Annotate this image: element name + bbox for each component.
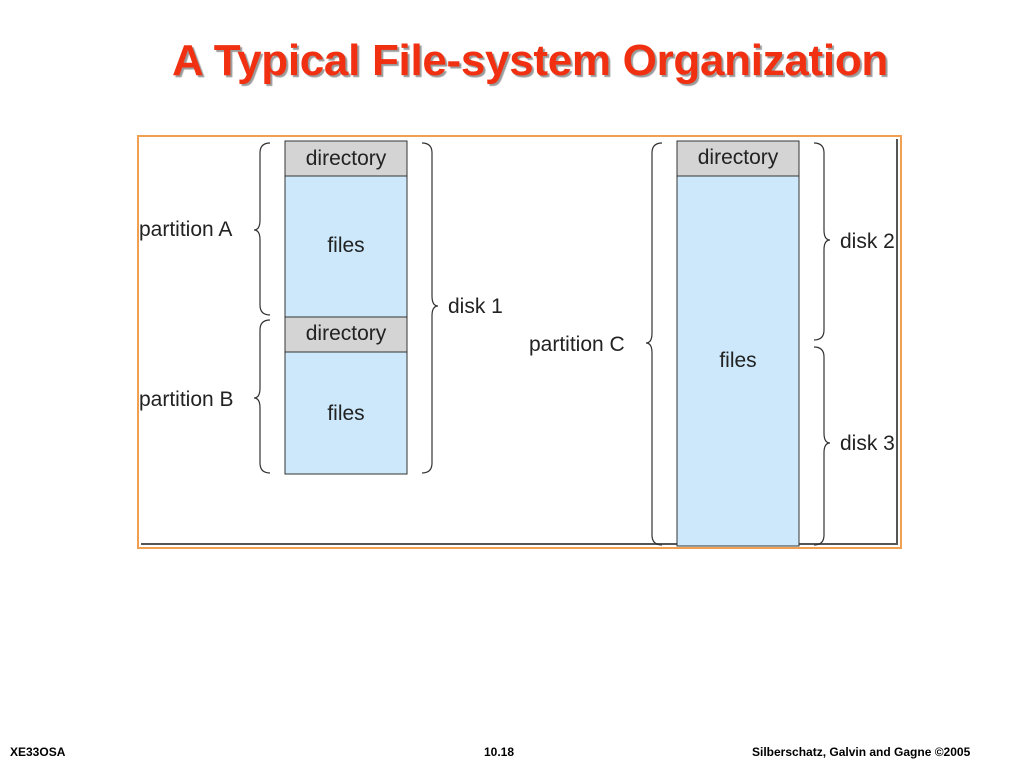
disk-2-label: disk 2 [840, 230, 895, 253]
partition-a-files-label: files [327, 234, 365, 257]
footer-copyright: Silberschatz, Galvin and Gagne ©2005 [752, 745, 971, 759]
partition-a-brace [253, 142, 271, 316]
partition-c-files-label: files [719, 349, 757, 372]
disk-1-brace [421, 142, 439, 474]
partition-b-files-box [284, 351, 408, 475]
footer-course-code: XE33OSA [10, 745, 66, 759]
partition-c-files-box [676, 175, 800, 547]
partition-b-label: partition B [139, 388, 234, 411]
figure-border [141, 139, 898, 545]
partition-c-directory-box [676, 140, 800, 177]
disk-3-brace [813, 346, 831, 546]
disk-1-label: disk 1 [448, 295, 503, 318]
partition-c-label: partition C [529, 333, 625, 356]
partition-c-brace [645, 142, 663, 546]
partition-a-label: partition A [139, 218, 233, 241]
partition-b-directory-box [284, 316, 408, 353]
disk-2-brace [813, 142, 831, 341]
partition-a-directory-box [284, 140, 408, 177]
partition-b-files-label: files [327, 402, 365, 425]
partition-c-directory-label: directory [697, 146, 779, 169]
figure-frame [137, 135, 902, 549]
footer-slide-number: 10.18 [484, 745, 515, 759]
partition-b-directory-label: directory [305, 322, 387, 345]
disk-3-label: disk 3 [840, 432, 895, 455]
partition-a-directory-label: directory [305, 147, 387, 170]
slide-title: A Typical File-system Organization [172, 36, 888, 85]
partition-b-brace [253, 319, 271, 474]
